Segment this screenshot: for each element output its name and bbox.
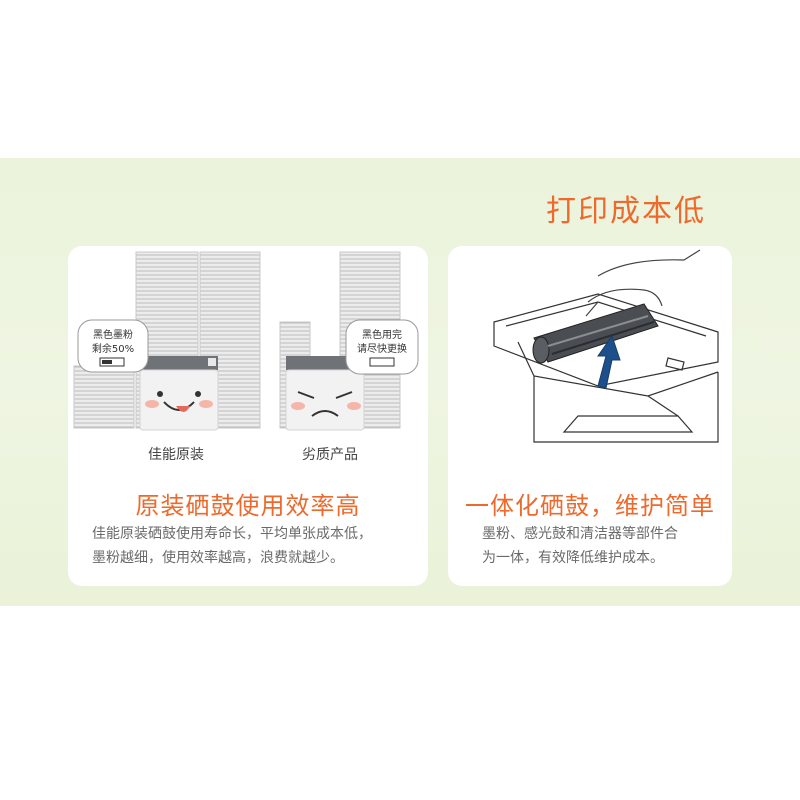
bubble-bad-line2: 请尽快更换	[357, 342, 407, 355]
card-desc-original: 佳能原装硒鼓使用寿命长，平均单张成本低， 墨粉越细，使用效率越高，浪费就越少。	[92, 522, 418, 570]
caption-original: 佳能原装	[148, 447, 204, 463]
desc-line-2: 墨粉越细，使用效率越高，浪费就越少。	[92, 550, 344, 566]
desc-line-1: 佳能原装硒鼓使用寿命长，平均单张成本低，	[92, 526, 372, 542]
battery-empty-icon	[369, 357, 395, 367]
desc-line-2: 为一体，有效降低维护成本。	[482, 550, 664, 566]
bubble-good-line1: 黑色墨粉	[93, 328, 133, 341]
speech-bubble-good: 黑色墨粉 剩余50%	[77, 319, 149, 373]
battery-icon	[99, 357, 125, 367]
happy-printer	[139, 356, 219, 431]
printer-brow-right	[335, 391, 353, 399]
headline: 打印成本低	[546, 194, 706, 229]
card-original-cartridge: 黑色墨粉 剩余50% 黑色用完 请尽快更换 佳能原	[68, 246, 428, 586]
sad-printer	[285, 356, 365, 431]
hand-sketch	[585, 249, 701, 317]
card-title-original: 原装硒鼓使用效率高	[135, 492, 361, 520]
paper-stack-large	[73, 251, 261, 429]
insert-arrow-icon	[597, 334, 621, 389]
speech-bubble-bad: 黑色用完 请尽快更换	[345, 319, 419, 375]
printer-brow-left	[297, 391, 315, 399]
bubble-bad-line1: 黑色用完	[362, 328, 402, 341]
printer-line-drawing	[493, 293, 719, 443]
cartridge-install-illustration	[493, 249, 719, 443]
comparison-illustration: 黑色墨粉 剩余50% 黑色用完 请尽快更换	[73, 251, 419, 431]
toner-cartridge	[532, 303, 659, 364]
printer-frown	[311, 410, 339, 417]
caption-inferior: 劣质产品	[302, 447, 358, 463]
card-title-integrated: 一体化硒鼓，维护简单	[465, 492, 715, 520]
card-integrated-cartridge: 一体化硒鼓，维护简单 墨粉、感光鼓和清洁器等部件合 为一体，有效降低维护成本。	[448, 246, 732, 586]
printer-eye-right	[195, 391, 201, 397]
bubble-good-line2: 剩余50%	[92, 342, 134, 355]
desc-line-1: 墨粉、感光鼓和清洁器等部件合	[482, 526, 678, 542]
printer-eye-left	[157, 391, 163, 397]
printer-smile	[163, 401, 195, 411]
card-desc-integrated: 墨粉、感光鼓和清洁器等部件合 为一体，有效降低维护成本。	[482, 522, 722, 570]
